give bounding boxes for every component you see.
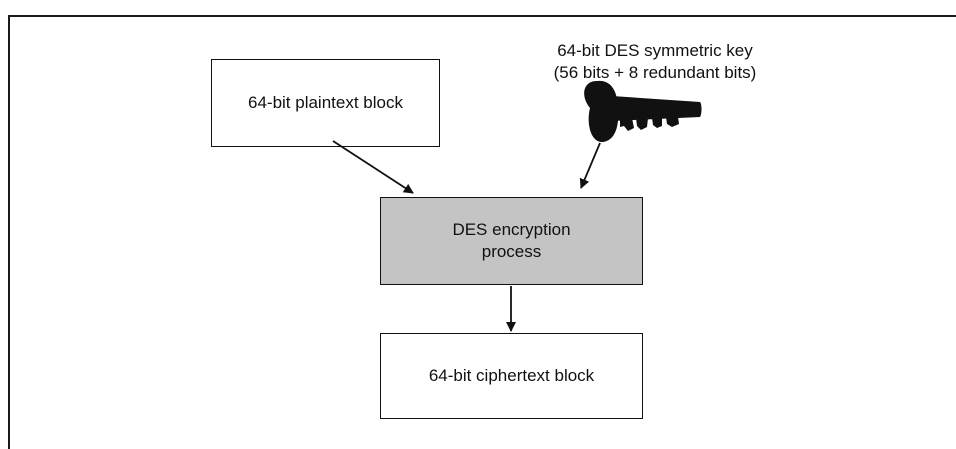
plaintext-block-box: 64-bit plaintext block xyxy=(211,59,440,147)
key-icon xyxy=(584,80,702,143)
key-label-line2: (56 bits + 8 redundant bits) xyxy=(553,63,757,82)
key-label-line1: 64-bit DES symmetric key xyxy=(557,41,753,60)
key-to-process-arrow xyxy=(579,142,601,189)
ciphertext-block-label: 64-bit ciphertext block xyxy=(428,366,595,385)
frame-left-border xyxy=(8,15,10,449)
process-label-line1: DES encryption xyxy=(452,220,571,239)
key-label: 64-bit DES symmetric key (56 bits + 8 re… xyxy=(520,40,790,84)
process-label-line2: process xyxy=(481,242,542,261)
plaintext-block-label: 64-bit plaintext block xyxy=(248,93,403,112)
des-encryption-process-box: DES encryption process xyxy=(380,197,643,285)
frame-top-border xyxy=(8,15,956,17)
plaintext-to-process-arrow xyxy=(332,140,414,194)
ciphertext-block-box: 64-bit ciphertext block xyxy=(380,333,643,419)
